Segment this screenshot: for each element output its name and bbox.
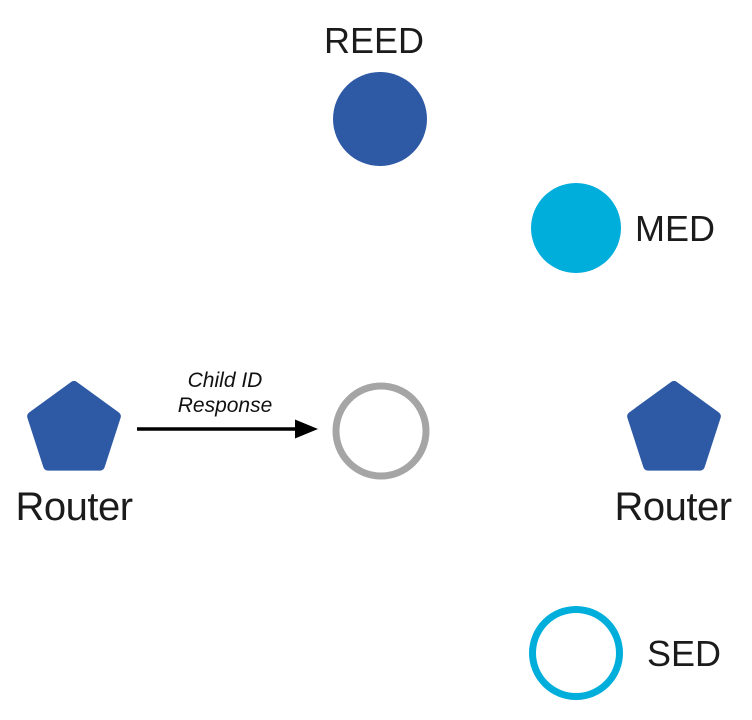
sed-label: SED: [647, 633, 721, 674]
sed-node-circle: [529, 606, 623, 700]
reed-node-circle: [333, 72, 427, 166]
router-right-pentagon: [627, 381, 721, 471]
joining-node-circle: [332, 382, 430, 480]
reed-label: REED: [324, 20, 424, 61]
med-label: MED: [635, 208, 715, 249]
child-id-response-arrowhead: [295, 419, 318, 439]
child-id-response-label-line2: Response: [178, 394, 273, 417]
child-id-response-label-line1: Child ID: [188, 369, 263, 392]
router-left-label: Router: [15, 485, 132, 529]
med-node-circle: [531, 183, 621, 273]
router-left-pentagon: [27, 381, 121, 471]
router-right-label: Router: [614, 485, 731, 529]
